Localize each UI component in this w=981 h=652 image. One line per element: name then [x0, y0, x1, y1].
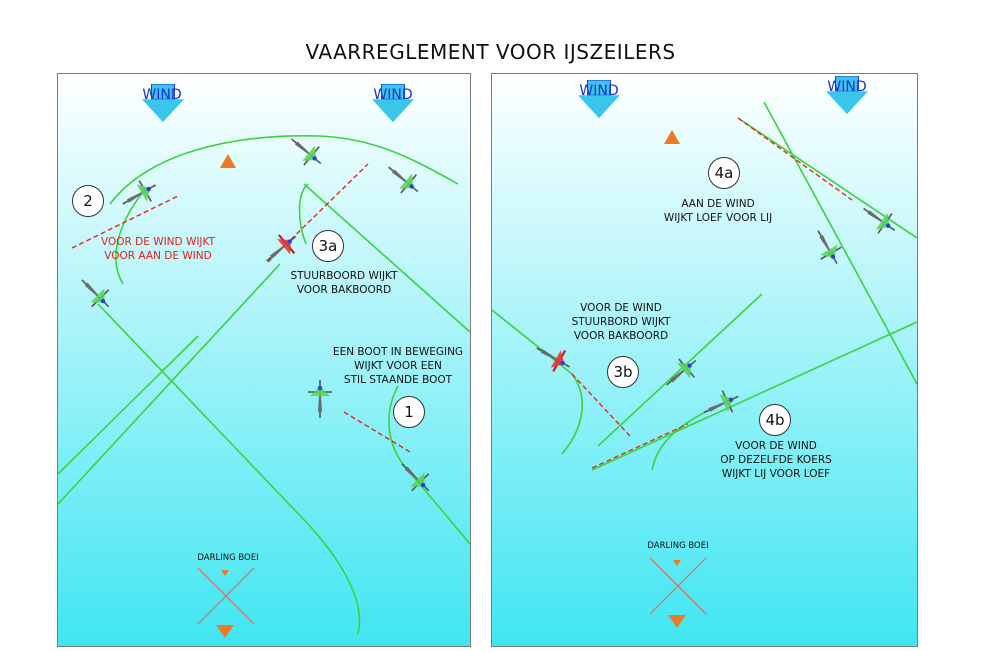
left-rule-lines	[71, 163, 411, 453]
rule3a-text-line1: STUURBOORD WIJKT	[290, 270, 398, 282]
right-diagram-panel: WIND WIND 4a 3b 4b AAN DE WIND WIJKT LOE…	[491, 73, 918, 647]
rule4b-text-line1: VOOR DE WIND	[735, 440, 817, 452]
darling-buoy	[649, 557, 707, 628]
rule3b-text-line3: VOOR BAKBOORD	[573, 330, 669, 342]
rule4a-text-line2: WIJKT LOEF VOOR LIJ	[663, 212, 773, 224]
rule2-line	[71, 195, 179, 249]
track-down-turn	[97, 303, 361, 635]
mark-triangle-icon	[664, 130, 680, 144]
rule1-text-line1: EEN BOOT IN BEWEGING	[332, 346, 464, 358]
wind-label: WIND	[373, 87, 413, 103]
mark-triangle-icon	[220, 154, 236, 168]
track-right-diagonal	[303, 183, 470, 333]
rule2-text-line1: VOOR DE WIND WIJKT	[100, 236, 216, 248]
left-diagram-canvas	[58, 74, 470, 646]
rule4b-text-line2: OP DEZELFDE KOERS	[720, 454, 832, 466]
wind-label: WIND	[142, 87, 182, 103]
rule3b-line	[571, 373, 631, 437]
buoy-label: DARLING BOEI	[197, 553, 259, 563]
rule3a-text-line2: VOOR BAKBOORD	[296, 284, 392, 296]
track-rule1	[388, 385, 470, 545]
rule3b-text-line2: STUURBORD WIJKT	[571, 316, 671, 328]
rule-badge-3a: 3a	[312, 230, 344, 262]
rule4b-line	[591, 423, 689, 469]
right-diagram-canvas	[492, 74, 917, 646]
page-title: VAARREGLEMENT VOOR IJSZEILERS	[305, 40, 676, 64]
right-rule-lines	[571, 117, 853, 469]
rule1-line	[343, 411, 411, 453]
rule1-text-line3: STIL STAANDE BOOT	[343, 374, 453, 386]
rule3a-line	[267, 163, 369, 263]
left-diagram-panel: WIND WIND 2 3a 1 VOOR DE WIND WIJKT VOOR…	[57, 73, 471, 647]
buoy-mark-small-icon	[221, 570, 229, 576]
wind-label: WIND	[827, 79, 867, 95]
rule-badge-4b: 4b	[759, 404, 791, 436]
rule-badge-1: 1	[393, 396, 425, 428]
buoy-mark-large-icon	[668, 615, 686, 628]
wind-label: WIND	[579, 83, 619, 99]
rule4b-text-line3: WIJKT LIJ VOOR LOEF	[721, 468, 831, 480]
rule2-text-line2: VOOR AAN DE WIND	[104, 250, 212, 262]
left-background	[58, 74, 470, 646]
rule-badge-2: 2	[72, 185, 104, 217]
track-top-arc	[109, 135, 459, 205]
left-tracks	[58, 135, 470, 635]
track-lower-left	[58, 335, 199, 475]
track-rule2-arc	[115, 191, 144, 285]
rule4a-text-line1: AAN DE WIND	[681, 198, 755, 210]
track-long-diagonal	[58, 263, 281, 505]
rule-badge-4a: 4a	[708, 157, 740, 189]
buoy-mark-small-icon	[673, 560, 681, 566]
rule3b-text-line1: VOOR DE WIND	[580, 302, 662, 314]
rule-badge-3b: 3b	[607, 356, 639, 388]
darling-buoy	[197, 567, 255, 638]
buoy-label: DARLING BOEI	[647, 541, 709, 551]
track-3b-diagonal	[597, 293, 763, 447]
track-4b-long	[591, 321, 917, 471]
rule1-text-line2: WIJKT VOOR EEN	[354, 360, 442, 372]
track-4a-long	[763, 101, 917, 385]
buoy-mark-large-icon	[216, 625, 234, 638]
track-3a-hook	[298, 183, 309, 245]
